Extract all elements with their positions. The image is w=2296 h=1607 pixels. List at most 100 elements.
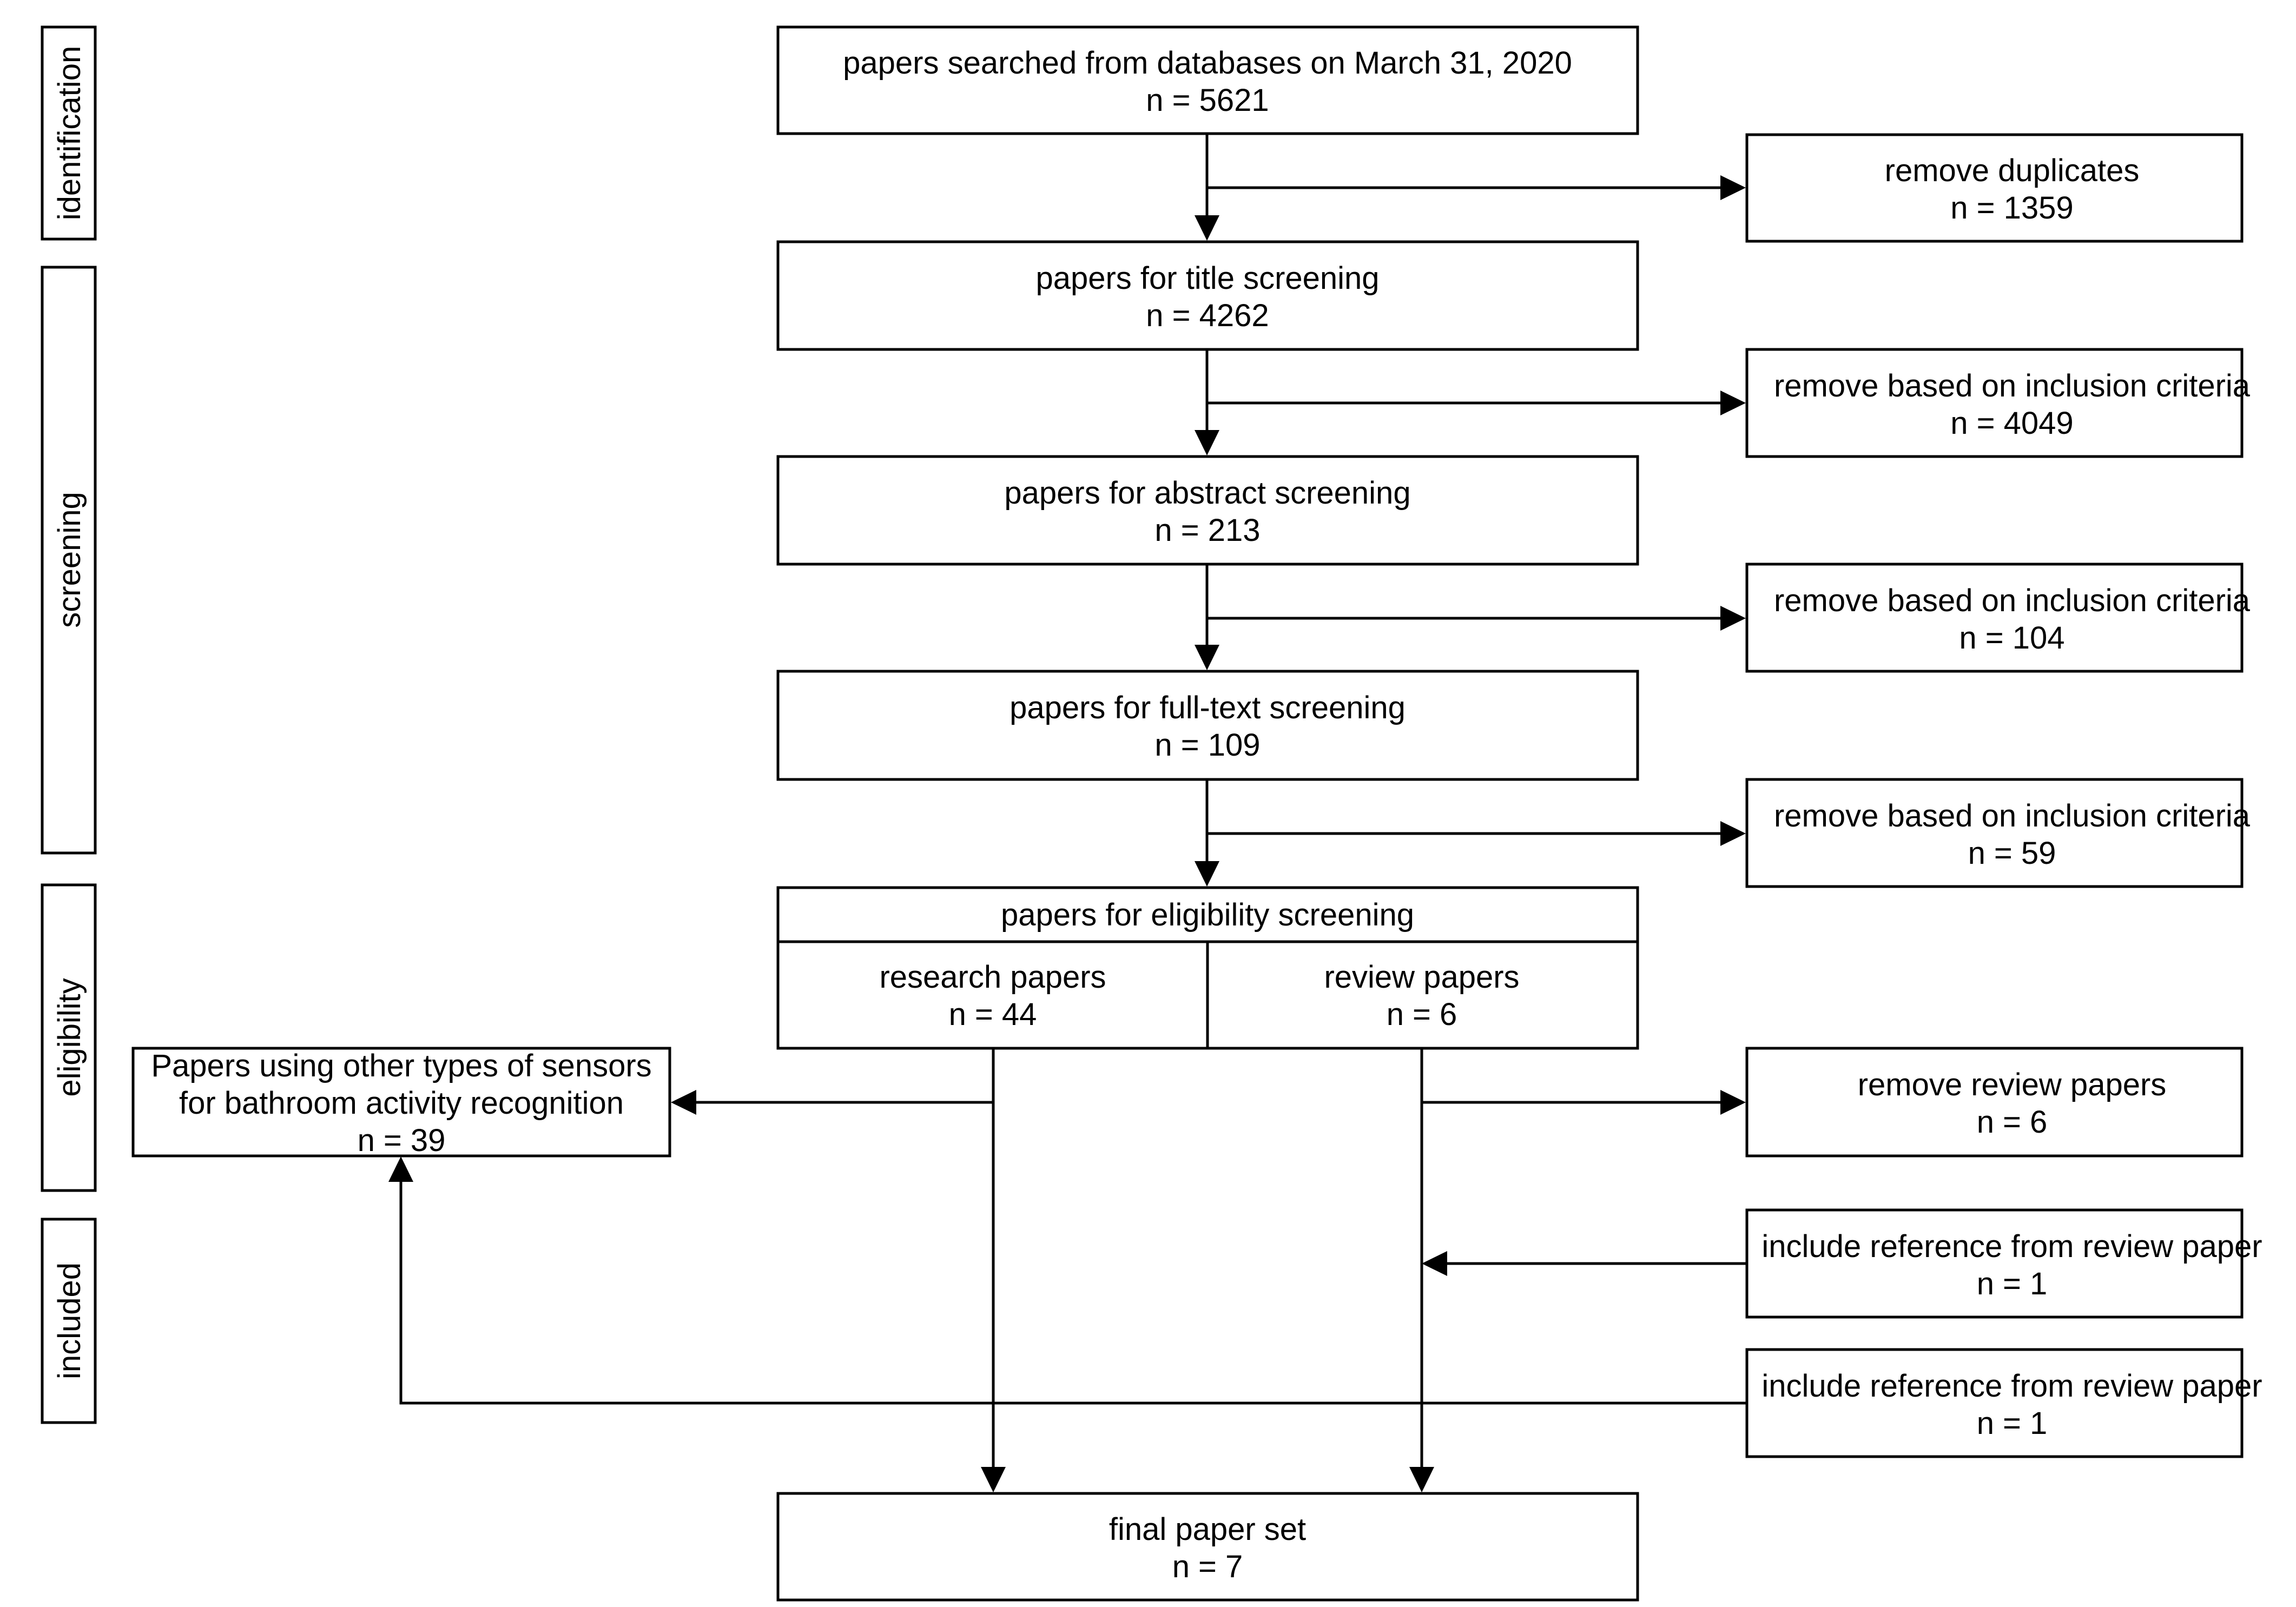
connector-search-to-title: [1195, 134, 1219, 241]
node-box: [1745, 563, 2244, 673]
arrowhead: [1195, 430, 1219, 455]
connector-research-to-other-sensors: [671, 1090, 993, 1115]
node-box: [776, 455, 1639, 566]
node-box: [1745, 1208, 2244, 1319]
arrowhead: [1720, 391, 1746, 415]
node-label: final paper set: [1109, 1512, 1306, 1547]
stage-identification: identification: [41, 25, 97, 241]
node-abstract-screening: papers for abstract screening n = 213: [776, 455, 1639, 566]
arrowhead: [981, 1467, 1006, 1492]
node-fulltext-screening: papers for full-text screening n = 109: [776, 670, 1639, 781]
connector-research-to-final: [981, 1048, 1006, 1492]
node-box: [131, 1047, 671, 1158]
node-box: [1745, 348, 2244, 458]
node-count: n = 39: [358, 1123, 446, 1158]
connector-review-to-remove-review: [1422, 1090, 1746, 1115]
node-search: papers searched from databases on March …: [776, 25, 1639, 135]
node-count: n = 59: [1968, 836, 2056, 871]
node-label: papers for title screening: [1035, 261, 1379, 296]
node-count: n = 6: [1387, 997, 1457, 1032]
arrowhead: [1720, 606, 1746, 631]
stage-box: [41, 1218, 97, 1424]
node-include-reference-2: include reference from review paper n = …: [1745, 1348, 2262, 1458]
node-count: n = 104: [1959, 620, 2064, 656]
node-box: [1745, 1348, 2244, 1458]
node-count: n = 213: [1154, 513, 1260, 548]
node-label-line2: for bathroom activity recognition: [179, 1086, 624, 1121]
node-remove-duplicates: remove duplicates n = 1359: [1745, 133, 2244, 243]
stage-included: included: [41, 1218, 97, 1424]
node-count: n = 6: [1977, 1105, 2048, 1140]
node-remove-abstract: remove based on inclusion criteria n = 1…: [1745, 563, 2251, 673]
node-include-reference-1: include reference from review paper n = …: [1745, 1208, 2262, 1319]
stage-label: screening: [52, 492, 87, 627]
stage-label: identification: [52, 46, 87, 220]
node-remove-fulltext: remove based on inclusion criteria n = 5…: [1745, 778, 2251, 888]
node-box: [776, 1492, 1639, 1602]
node-review-papers: review papers n = 6: [1324, 960, 1519, 1032]
node-count: n = 4262: [1146, 298, 1269, 333]
node-label: remove duplicates: [1885, 153, 2140, 188]
node-count: n = 1: [1977, 1406, 2048, 1441]
node-research-papers: research papers n = 44: [879, 960, 1106, 1032]
node-label: papers for full-text screening: [1010, 690, 1406, 725]
arrowhead: [1195, 215, 1219, 241]
arrowhead: [1720, 175, 1746, 200]
connector-review-to-final: [1409, 1048, 1434, 1492]
node-label: include reference from review paper: [1761, 1229, 2262, 1264]
connector-include-ref-to-other-sensors: [388, 1156, 1746, 1405]
arrowhead: [671, 1090, 696, 1115]
stage-box: [41, 883, 97, 1192]
node-count: n = 1: [1977, 1266, 2048, 1301]
node-eligibility-screening: papers for eligibility screening researc…: [776, 886, 1639, 1050]
connector-to-remove-fulltext: [1207, 821, 1746, 846]
connector-abstract-to-fulltext: [1195, 564, 1219, 670]
node-box: [1745, 133, 2244, 243]
arrowhead: [1409, 1467, 1434, 1492]
node-label: review papers: [1324, 960, 1519, 995]
node-other-sensors: Papers using other types of sensors for …: [131, 1047, 671, 1158]
node-count: n = 4049: [1950, 406, 2073, 441]
stage-label: included: [52, 1262, 87, 1379]
node-box: [776, 240, 1639, 351]
node-label: include reference from review paper: [1761, 1368, 2262, 1404]
node-label: papers for abstract screening: [1004, 475, 1410, 511]
node-label: remove based on inclusion criteria: [1774, 583, 2251, 618]
arrowhead: [388, 1156, 413, 1182]
stage-label: eligibility: [52, 978, 87, 1096]
stage-box: [41, 25, 97, 241]
node-count: n = 109: [1154, 728, 1260, 763]
connector-fulltext-to-eligibility: [1195, 779, 1219, 887]
node-count: n = 1359: [1950, 190, 2073, 226]
node-count: n = 7: [1172, 1549, 1243, 1584]
arrowhead: [1720, 1090, 1746, 1115]
node-label: remove based on inclusion criteria: [1774, 368, 2251, 404]
arrowhead: [1195, 645, 1219, 670]
node-remove-review-papers: remove review papers n = 6: [1745, 1047, 2244, 1158]
connector-to-remove-duplicates: [1207, 175, 1746, 200]
node-box: [1745, 778, 2244, 888]
node-count: n = 44: [949, 997, 1037, 1032]
stage-screening: screening: [41, 266, 97, 855]
node-final-paper-set: final paper set n = 7: [776, 1492, 1639, 1602]
eligibility-header: papers for eligibility screening: [1001, 897, 1414, 933]
node-box: [1745, 1047, 2244, 1158]
node-label: research papers: [879, 960, 1106, 995]
connector-title-to-abstract: [1195, 349, 1219, 455]
connector-to-remove-title: [1207, 391, 1746, 415]
stage-eligibility: eligibility: [41, 883, 97, 1192]
arrowhead: [1195, 861, 1219, 887]
connector-include-ref-to-review: [1422, 1251, 1746, 1276]
node-title-screening: papers for title screening n = 4262: [776, 240, 1639, 351]
arrowhead: [1422, 1251, 1447, 1276]
node-label: remove based on inclusion criteria: [1774, 798, 2251, 834]
node-remove-title: remove based on inclusion criteria n = 4…: [1745, 348, 2251, 458]
node-count: n = 5621: [1146, 83, 1269, 118]
node-box: [776, 25, 1639, 135]
stage-box: [41, 266, 97, 855]
node-label-line1: Papers using other types of sensors: [151, 1048, 651, 1083]
connector-to-remove-abstract: [1207, 606, 1746, 631]
arrowhead: [1720, 821, 1746, 846]
node-label: papers searched from databases on March …: [843, 45, 1572, 81]
